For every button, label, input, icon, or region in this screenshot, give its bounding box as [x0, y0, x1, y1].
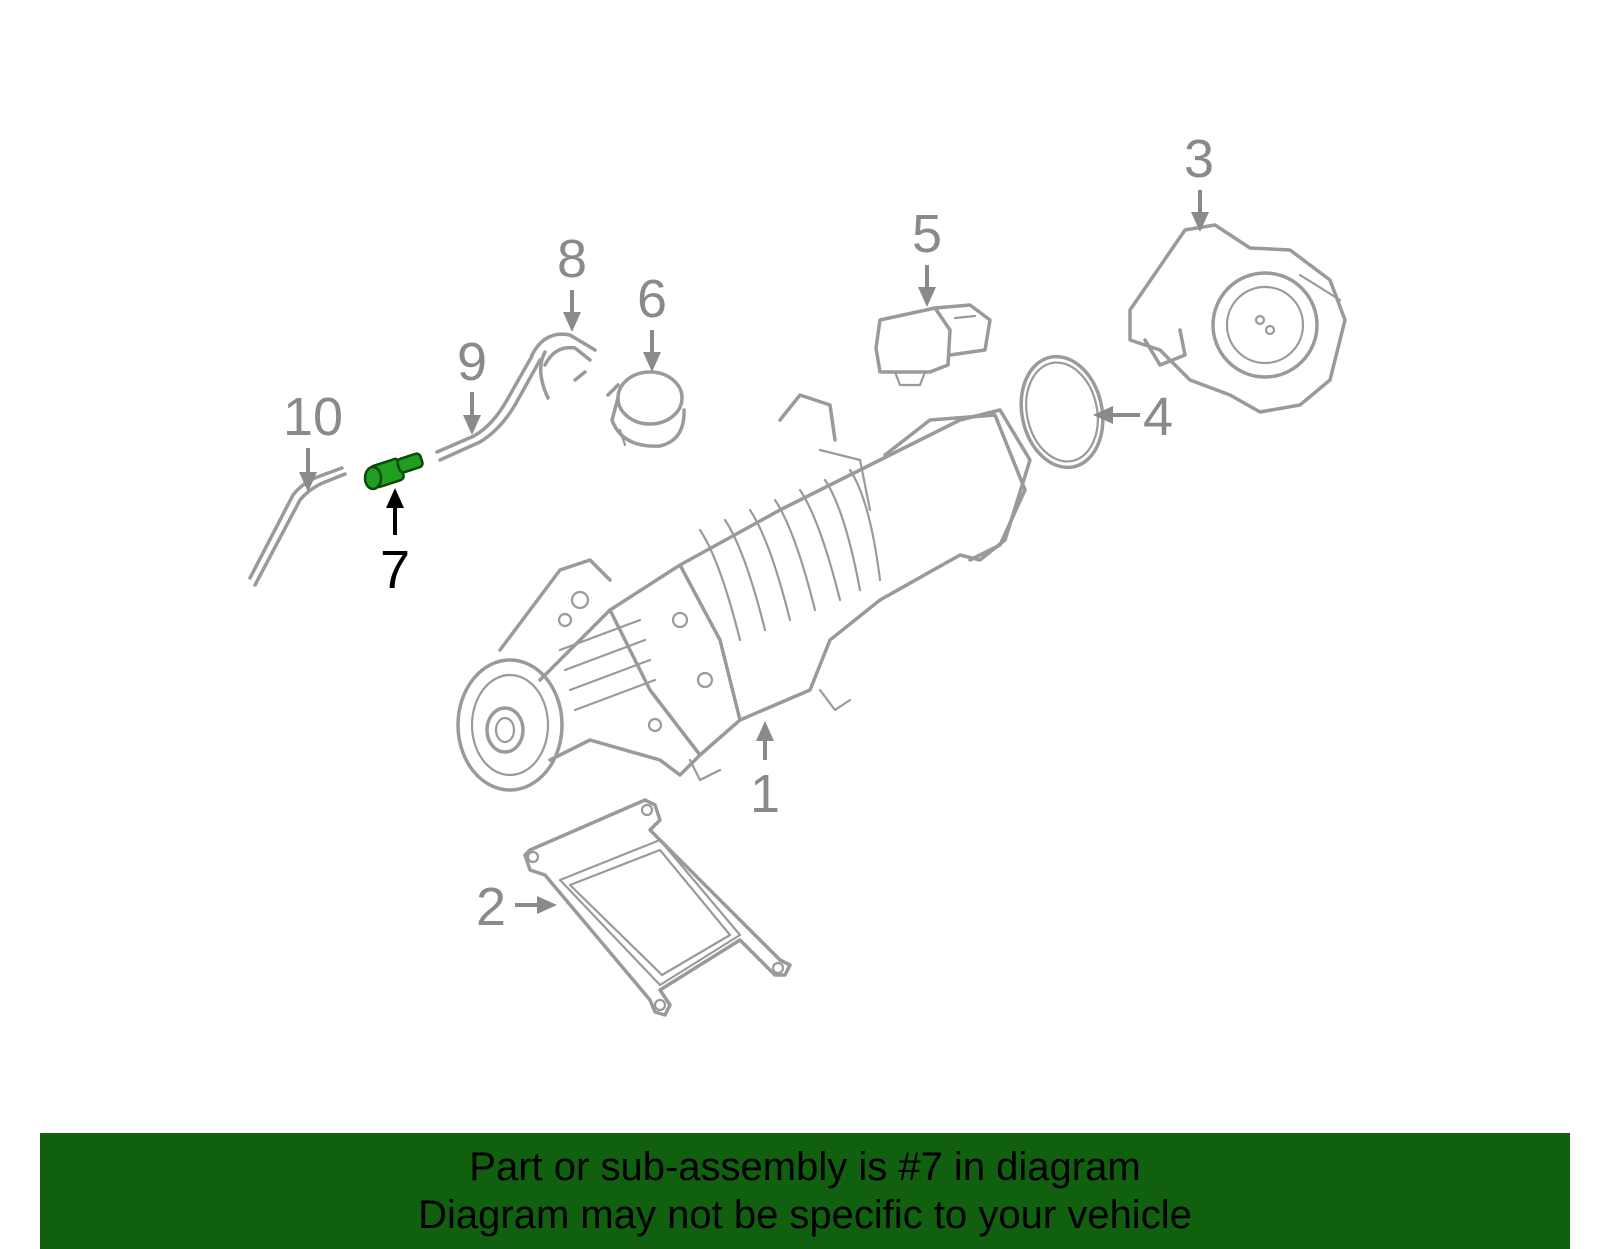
callout-10: 10 [283, 387, 343, 447]
callout-2: 2 [476, 877, 506, 937]
part-5-sensor[interactable] [874, 303, 992, 387]
info-banner: Part or sub-assembly is #7 in diagram Di… [40, 1133, 1570, 1249]
part-7-valve[interactable] [363, 452, 424, 491]
callout-6: 6 [637, 269, 667, 329]
part-10-hose[interactable] [248, 466, 347, 587]
part-1-supercharger[interactable] [456, 393, 1032, 792]
callout-1: 1 [750, 764, 780, 824]
part-6-sensor[interactable] [606, 370, 686, 448]
callout-5: 5 [912, 204, 942, 264]
part-2-gasket-plate[interactable] [523, 798, 792, 1017]
banner-line-1: Part or sub-assembly is #7 in diagram [469, 1145, 1141, 1189]
part-3-throttle-body[interactable] [1128, 223, 1347, 414]
callout-8: 8 [557, 229, 587, 289]
banner-line-2: Diagram may not be specific to your vehi… [418, 1193, 1192, 1237]
parts-diagram: 10 7 9 8 6 5 3 4 1 2 [248, 129, 1347, 1017]
callout-3: 3 [1184, 129, 1214, 189]
callout-9: 9 [457, 332, 487, 392]
callout-7: 7 [380, 540, 410, 600]
part-4-gasket[interactable] [1011, 349, 1113, 475]
callout-4: 4 [1143, 387, 1173, 447]
part-8-hose[interactable] [530, 332, 597, 400]
part-9-tube[interactable] [435, 354, 542, 462]
callout-arrows [299, 190, 1209, 914]
